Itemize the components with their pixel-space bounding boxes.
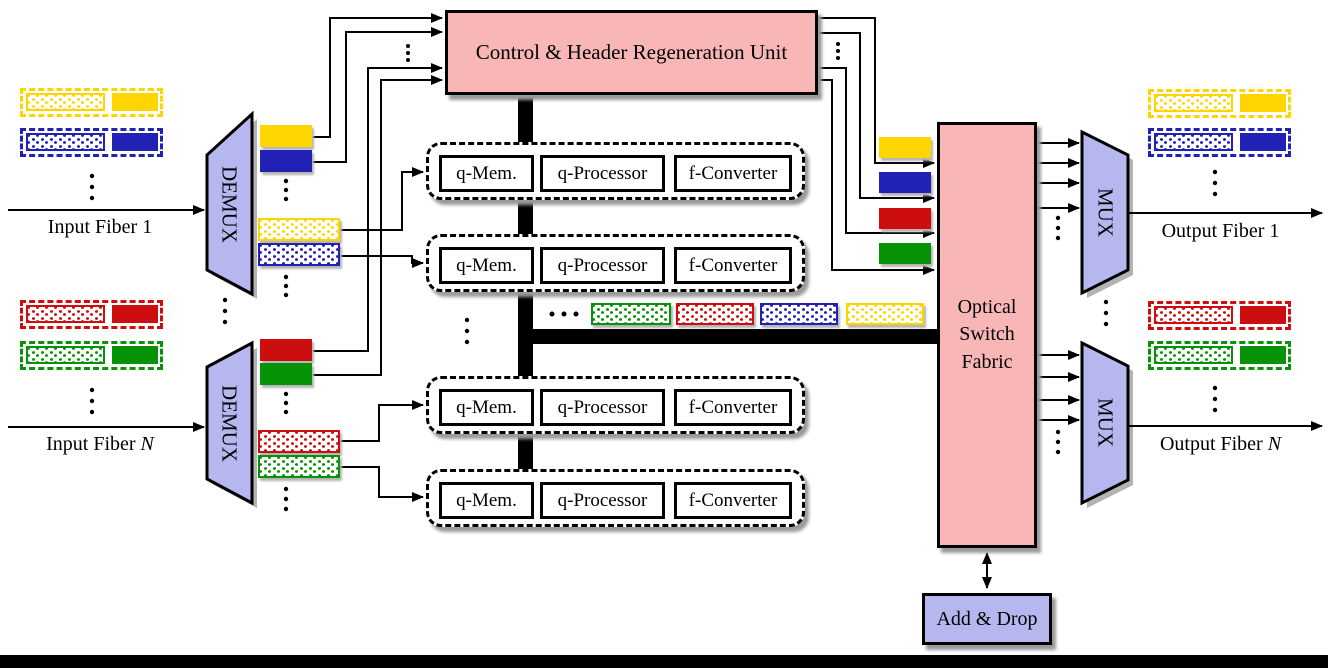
packet-header: [112, 346, 158, 364]
output-fiber-1-prefix: Output Fiber: [1161, 220, 1265, 242]
control-unit-label: Control & Header Regeneration Unit: [475, 40, 788, 64]
packet-header: [1240, 133, 1286, 151]
output-fiber-n-prefix: Output Fiber: [1159, 433, 1263, 455]
wire-layer: [8, 13, 1323, 589]
packet-header: [112, 133, 158, 151]
packet-inputN-green: [20, 341, 163, 370]
input-fiber-n-prefix: Input Fiber: [46, 433, 136, 455]
packet-payload: [26, 133, 105, 151]
add-drop-label: Add & Drop: [936, 607, 1038, 630]
input-fiber-n-letter: N: [140, 433, 154, 455]
horizontal-bus: [518, 329, 937, 344]
packet-input1-yellow: [20, 88, 163, 117]
f-converter-box-1: f-Converter: [674, 155, 792, 192]
q-mem-box-2: q-Mem.: [439, 247, 534, 284]
packet-header: [112, 305, 158, 323]
packet-payload: [1154, 133, 1233, 151]
payload-rect-red: [258, 430, 340, 453]
output-fiber-n-letter: N: [1267, 433, 1282, 455]
q-module-2: q-Mem. q-Processor f-Converter: [426, 234, 805, 292]
packet-output1-blue: [1148, 128, 1291, 157]
q-processor-box-1: q-Processor: [540, 155, 665, 192]
fabric-in-blue: [879, 172, 931, 193]
fabric-in-green: [879, 243, 931, 264]
fabric-label-line2: Switch: [959, 323, 1015, 346]
q-mem-box-4: q-Mem.: [439, 482, 534, 519]
packet-payload: [26, 346, 105, 364]
fabric-in-red: [879, 208, 931, 229]
q-processor-box-2: q-Processor: [540, 247, 665, 284]
demux1-shape: [205, 110, 254, 297]
header-rect-red: [260, 339, 312, 361]
f-converter-box-4: f-Converter: [674, 482, 792, 519]
packet-outputN-green: [1148, 341, 1291, 370]
ellipsis-dots: [89, 42, 1218, 512]
packet-header: [112, 93, 158, 111]
packet-payload: [1154, 306, 1233, 324]
q-processor-box-4: q-Processor: [540, 482, 665, 519]
queue-payload-red: [676, 303, 754, 325]
fabric-label-line3: Fabric: [961, 350, 1013, 373]
packet-input1-blue: [20, 128, 163, 157]
payload-rect-yellow: [258, 218, 340, 241]
header-rect-green: [260, 363, 312, 385]
q-processor-box-3: q-Processor: [540, 389, 665, 426]
input-fiber-1-number: 1: [142, 216, 153, 238]
output-fiber-1-number: 1: [1269, 220, 1280, 242]
queue-payload-blue: [760, 303, 838, 325]
optical-switch-fabric: Optical Switch Fabric: [937, 122, 1037, 548]
demux2-shape: [205, 340, 254, 506]
q-mem-box-3: q-Mem.: [439, 389, 534, 426]
packet-inputN-red: [20, 300, 163, 329]
demux2-label: DEMUX: [217, 384, 242, 462]
mux2-label: MUX: [1093, 398, 1118, 448]
demux1-label: DEMUX: [217, 165, 242, 243]
packet-payload: [26, 305, 105, 323]
payload-rect-green: [258, 455, 340, 478]
header-rect-yellow: [260, 125, 312, 147]
packet-payload: [26, 93, 105, 111]
packet-outputN-red: [1148, 301, 1291, 330]
bottom-rule: [0, 655, 1328, 668]
fabric-in-yellow: [879, 137, 931, 158]
packet-output1-yellow: [1148, 89, 1291, 118]
q-module-1: q-Mem. q-Processor f-Converter: [426, 142, 805, 200]
packet-header: [1240, 94, 1286, 112]
payload-rect-blue: [258, 243, 340, 266]
control-header-regeneration-unit: Control & Header Regeneration Unit: [445, 10, 818, 95]
packet-payload: [1154, 94, 1233, 112]
header-rect-blue: [260, 150, 312, 172]
mux1-shape: [1080, 129, 1130, 296]
mux1-label: MUX: [1093, 187, 1118, 237]
add-drop-unit: Add & Drop: [922, 593, 1052, 645]
queue-payload-yellow: [846, 303, 924, 325]
packet-header: [1240, 346, 1286, 364]
mux2-shape: [1080, 340, 1130, 506]
f-converter-box-3: f-Converter: [674, 389, 792, 426]
f-converter-box-2: f-Converter: [674, 247, 792, 284]
q-module-3: q-Mem. q-Processor f-Converter: [426, 376, 805, 434]
packet-payload: [1154, 346, 1233, 364]
fabric-label-line1: Optical: [957, 295, 1017, 318]
input-fiber-1-prefix: Input Fiber: [47, 216, 138, 238]
packet-header: [1240, 306, 1286, 324]
queue-payload-green: [591, 303, 671, 325]
q-mem-box-1: q-Mem.: [439, 155, 534, 192]
demux-mux-shapes: [205, 110, 1130, 506]
q-module-4: q-Mem. q-Processor f-Converter: [426, 469, 805, 527]
